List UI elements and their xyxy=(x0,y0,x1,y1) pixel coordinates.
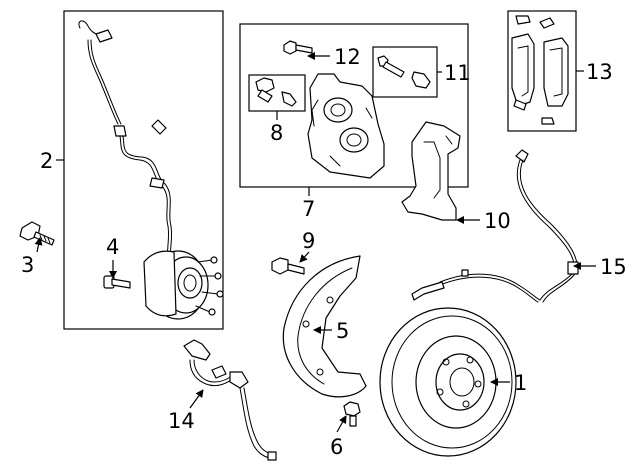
splash-shield[interactable] xyxy=(282,255,367,398)
caliper-guide-pin-kit-frame xyxy=(248,74,306,112)
callout-13: 13 xyxy=(586,60,613,84)
caliper-guide-pin[interactable] xyxy=(255,77,297,107)
shield-mounting-bolt[interactable] xyxy=(343,401,361,427)
caliper-group-frame xyxy=(239,23,469,188)
callout-15: 15 xyxy=(600,255,627,279)
wheel-hub-bearing[interactable] xyxy=(143,250,224,320)
leader-6 xyxy=(336,415,347,433)
callout-11: 11 xyxy=(444,61,471,85)
caliper-bolt-kit[interactable] xyxy=(377,55,431,89)
callout-2: 2 xyxy=(40,149,53,173)
caliper-bolt[interactable] xyxy=(283,40,313,55)
callout-12: 12 xyxy=(334,45,361,69)
brake-rotor[interactable] xyxy=(379,307,517,457)
abs-sensor-harness[interactable] xyxy=(183,339,277,461)
hub-group-frame xyxy=(63,10,224,330)
callout-4: 4 xyxy=(106,235,119,259)
callout-9: 9 xyxy=(302,229,315,253)
callout-7: 7 xyxy=(302,197,315,221)
callout-14: 14 xyxy=(168,409,195,433)
hub-bolt[interactable] xyxy=(19,221,55,246)
leader-14 xyxy=(189,389,204,409)
leader-9 xyxy=(299,251,310,263)
callout-10: 10 xyxy=(484,209,511,233)
callout-1: 1 xyxy=(514,371,527,395)
leader-3 xyxy=(34,237,43,253)
brake-hose[interactable] xyxy=(411,149,579,303)
caliper-bracket[interactable] xyxy=(401,121,461,221)
callout-3: 3 xyxy=(21,253,34,277)
callout-8: 8 xyxy=(270,121,283,145)
callout-5: 5 xyxy=(336,319,349,343)
brake-pad-set[interactable] xyxy=(511,15,569,125)
caliper-bolt-kit-frame xyxy=(372,46,438,98)
hub-stud[interactable] xyxy=(103,275,131,289)
shield-bolt[interactable] xyxy=(271,257,305,275)
callout-6: 6 xyxy=(330,435,343,459)
brake-caliper[interactable] xyxy=(307,73,385,179)
wheel-speed-sensor-harness[interactable] xyxy=(78,20,173,263)
